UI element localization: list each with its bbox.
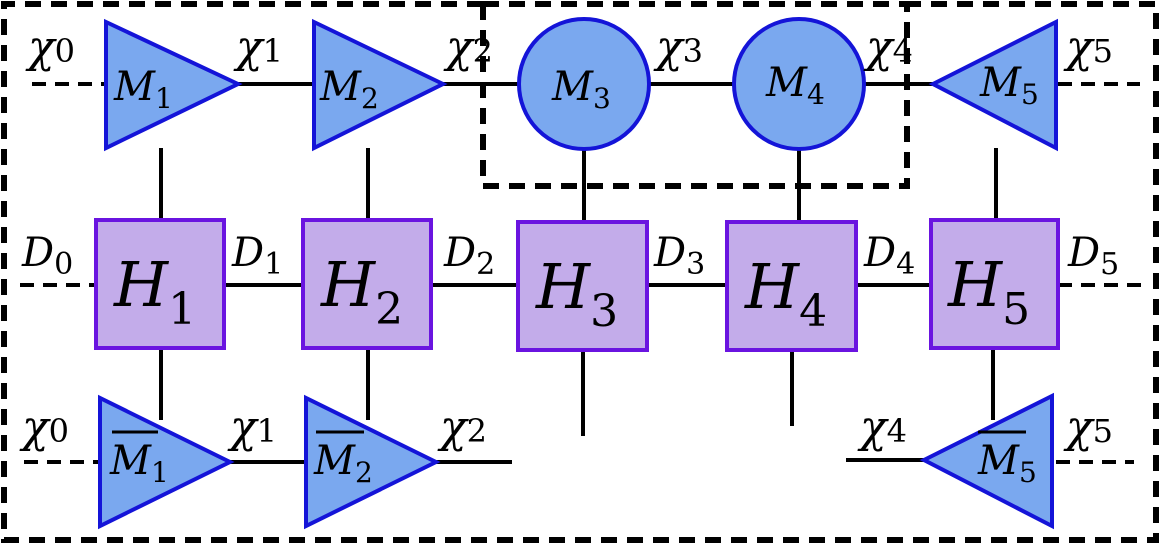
label-m1: M1 [113, 64, 173, 115]
label-d2: D2 [443, 230, 495, 282]
mps-tensor-mb5 [919, 392, 1054, 530]
label-h5: H5 [947, 248, 1030, 335]
label-chi5-bottom: χ5 [1063, 402, 1113, 453]
label-m3: M3 [551, 64, 611, 115]
label-mb2: M2 [313, 438, 373, 489]
label-chi0-bottom: χ0 [19, 402, 69, 453]
label-h4: H4 [744, 250, 827, 337]
label-h1: H1 [113, 248, 196, 335]
label-h2: H2 [320, 248, 403, 335]
mpo-tensor-h2 [301, 218, 433, 350]
label-m4: M4 [765, 60, 825, 111]
mpo-tensor-h3 [516, 220, 649, 352]
center-dashed-region [480, 1, 910, 189]
mps-tensor-m5 [928, 18, 1058, 152]
label-chi1-bottom: χ1 [227, 402, 277, 453]
mps-tensor-mb2 [304, 394, 441, 530]
label-chi0-top: χ0 [25, 22, 75, 73]
mps-tensor-mb1 [98, 394, 235, 530]
label-m5: M5 [979, 60, 1039, 111]
label-chi5-top: χ5 [1063, 22, 1113, 73]
label-h3: H3 [535, 250, 618, 337]
label-m2: M2 [319, 64, 379, 115]
label-mb5: M5 [977, 438, 1037, 489]
label-mb1: M1 [109, 438, 169, 489]
label-chi4-top: χ4 [863, 22, 913, 73]
mpo-tensor-h4 [725, 220, 858, 352]
label-d1: D1 [231, 230, 283, 282]
mps-tensor-m1 [104, 18, 243, 152]
label-chi4-bottom: χ4 [857, 402, 907, 453]
mps-tensor-m3 [517, 17, 651, 151]
label-d3: D3 [653, 230, 705, 282]
label-chi2-top: χ2 [443, 22, 493, 73]
label-chi2-bottom: χ2 [437, 402, 487, 453]
label-d0: D0 [21, 230, 73, 282]
mps-tensor-m2 [312, 18, 448, 152]
mpo-tensor-h1 [94, 218, 226, 350]
mpo-tensor-h5 [929, 218, 1060, 350]
label-chi3-top: χ3 [653, 22, 703, 73]
label-chi1-top: χ1 [233, 22, 283, 73]
label-d4: D4 [863, 230, 915, 282]
mps-tensor-m4 [732, 17, 866, 151]
label-d5: D5 [1067, 230, 1119, 282]
